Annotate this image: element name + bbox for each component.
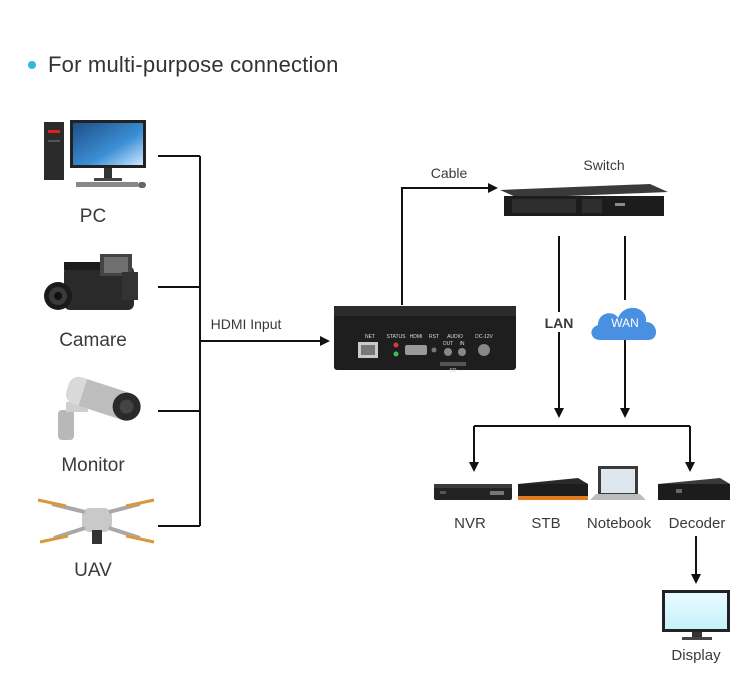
receiver-label-nvr: NVR (454, 515, 486, 532)
display-icon (662, 590, 730, 640)
encoder-port-net: NET (365, 334, 375, 340)
lan-label: LAN (545, 315, 574, 331)
encoder-port-dc: DC-12V (475, 334, 493, 340)
switch-label: Switch (583, 157, 624, 173)
stb-icon (518, 478, 588, 500)
encoder-port-status: STATUS (387, 334, 407, 340)
bullet-dot-icon (28, 61, 36, 69)
title-row: For multi-purpose connection (28, 50, 339, 80)
notebook-icon (590, 466, 646, 500)
source-label-uav: UAV (74, 560, 112, 581)
hdmi-input-label: HDMI Input (211, 316, 282, 332)
page-title: For multi-purpose connection (48, 52, 339, 77)
source-label-camcorder: Camare (59, 330, 127, 351)
security-camera-icon (58, 376, 141, 440)
source-connector-lines (158, 155, 201, 527)
cable-label: Cable (431, 165, 468, 181)
wan-cloud-icon (591, 307, 657, 340)
encoder-port-rst: RST (429, 334, 439, 340)
encoder-audio-in: IN (460, 341, 465, 347)
nvr-icon (434, 484, 512, 500)
camcorder-icon (44, 254, 138, 310)
cable-arrow (401, 183, 498, 305)
drone-icon (37, 498, 155, 544)
encoder-box-icon (334, 306, 516, 370)
display-label: Display (671, 647, 721, 664)
network-switch-icon (500, 184, 668, 216)
lan-label-backdrop (542, 312, 578, 332)
encoder-audio-out: OUT (443, 341, 454, 347)
encoder-port-hdmi: HDMI (410, 334, 423, 340)
source-label-monitor: Monitor (61, 455, 125, 476)
wan-label: WAN (611, 316, 639, 330)
receiver-label-decoder: Decoder (669, 515, 726, 532)
pc-icon (44, 120, 146, 188)
receiver-label-stb: STB (531, 515, 560, 532)
encoder-port-audio: AUDIO (447, 334, 463, 340)
source-label-pc: PC (80, 206, 106, 227)
decoder-icon (658, 478, 730, 500)
encoder-sd-slot: SD (450, 368, 457, 374)
receiver-label-notebook: Notebook (587, 515, 652, 532)
